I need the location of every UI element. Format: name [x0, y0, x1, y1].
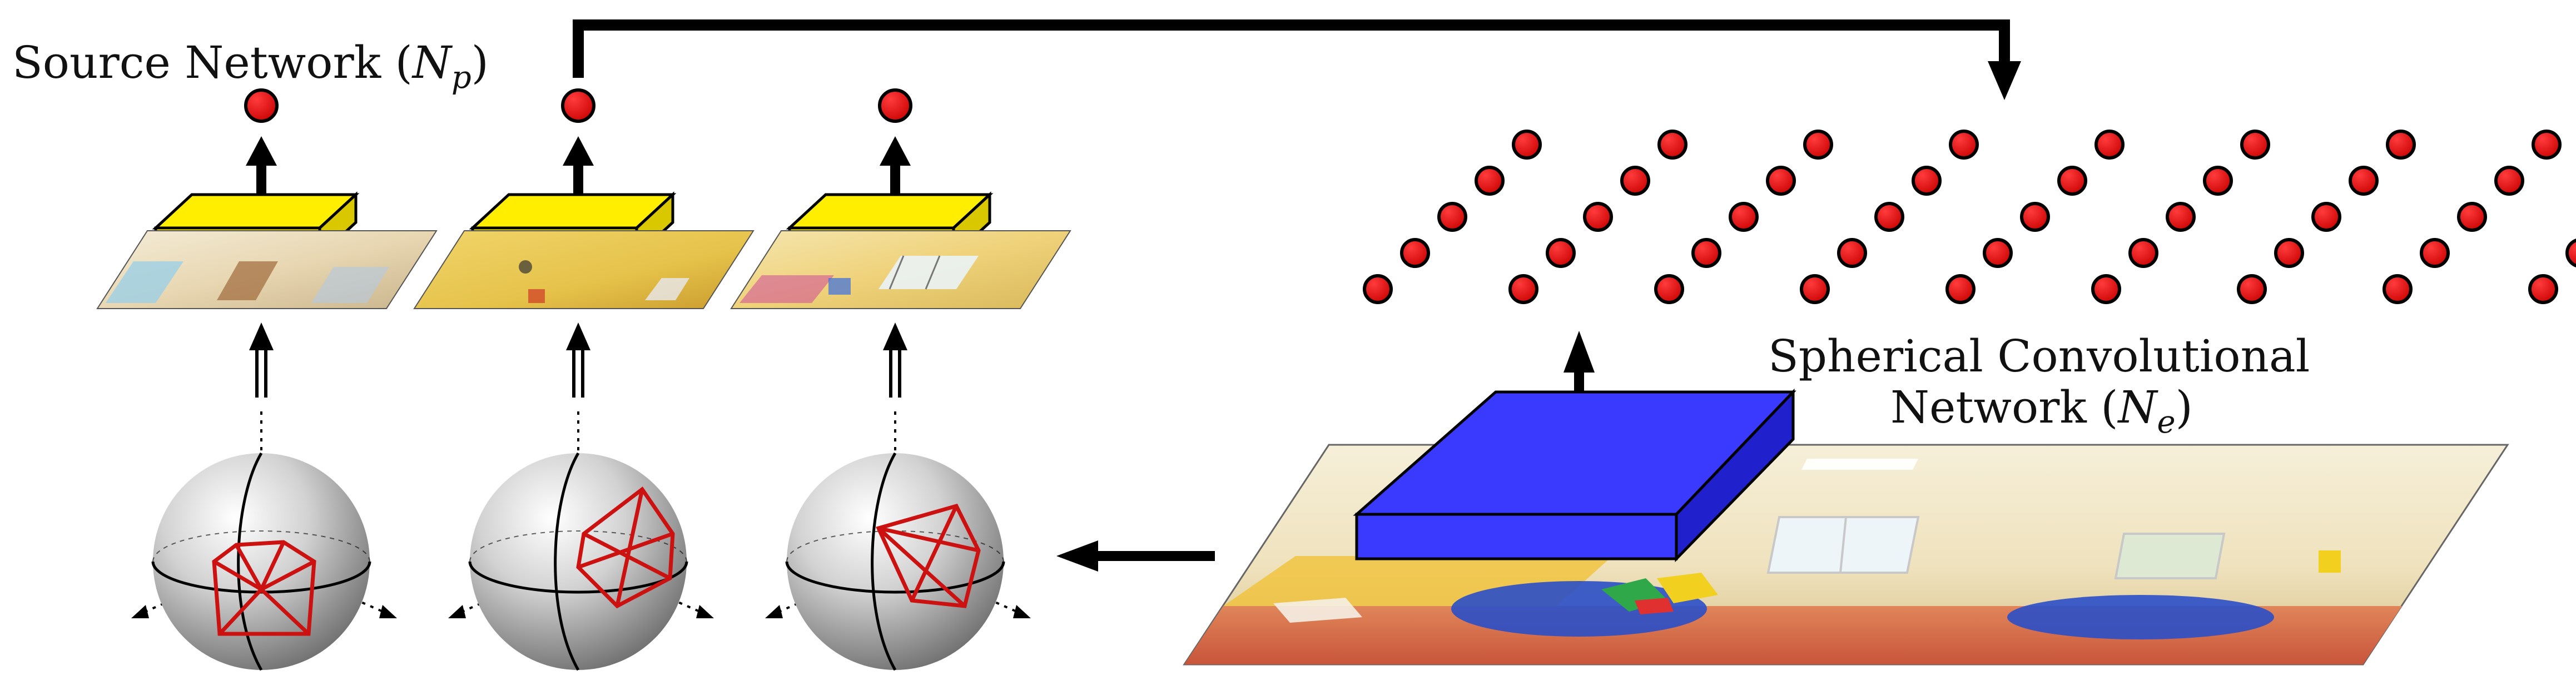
source-network-label: Source Network (Np)	[12, 37, 489, 96]
sphere-patch	[876, 503, 981, 608]
output-node	[1620, 166, 1650, 196]
output-node	[2240, 130, 2270, 160]
output-node	[2094, 130, 2125, 160]
source-output-node	[878, 88, 912, 123]
output-node	[1837, 238, 1867, 268]
output-node	[1949, 130, 1979, 160]
output-node	[2528, 274, 2558, 304]
sphere-2	[448, 411, 714, 671]
sphere-patch	[212, 540, 316, 636]
spherical-layer-block	[1353, 388, 1796, 563]
output-node	[1583, 202, 1613, 232]
output-node	[1983, 238, 2013, 268]
transfer-connector-arrow	[573, 19, 2021, 100]
output-node	[2457, 202, 2487, 232]
output-node	[2383, 274, 2413, 304]
output-node	[2386, 130, 2416, 160]
output-node	[1691, 238, 1721, 268]
output-node	[1657, 130, 1687, 160]
double-arrow	[566, 322, 590, 398]
output-node	[2203, 166, 2233, 196]
output-node	[1475, 166, 1505, 196]
output-node	[1803, 130, 1833, 160]
output-node	[1874, 202, 1904, 232]
output-node	[2420, 238, 2450, 268]
source-output-node	[561, 88, 595, 123]
source-column-3	[730, 88, 1071, 671]
output-node	[1912, 166, 1942, 196]
output-node	[2166, 202, 2196, 232]
output-node	[2494, 166, 2524, 196]
output-node	[2349, 166, 2379, 196]
source-column-2	[413, 88, 755, 671]
double-arrow	[249, 322, 274, 398]
output-node	[1546, 238, 1576, 268]
output-node	[2128, 238, 2158, 268]
up-arrow	[246, 136, 277, 197]
spherical-network-label-line2: Network (Ne)	[1890, 381, 2193, 440]
perspective-image-2	[413, 230, 755, 309]
output-node-grid	[1363, 130, 2576, 304]
sphere-3	[765, 411, 1031, 671]
output-node	[2311, 202, 2341, 232]
output-node	[1512, 130, 1542, 160]
output-node	[1400, 238, 1430, 268]
double-arrow	[883, 322, 907, 398]
output-node	[2020, 202, 2050, 232]
output-node	[1508, 274, 1538, 304]
perspective-image-3	[730, 230, 1071, 309]
up-arrow	[563, 136, 594, 197]
output-node	[2565, 239, 2576, 267]
output-node	[2274, 238, 2304, 268]
output-node	[1437, 202, 1467, 232]
output-node	[2237, 274, 2267, 304]
perspective-image-1	[96, 230, 438, 309]
output-node	[1766, 166, 1796, 196]
output-node	[2057, 166, 2087, 196]
output-node	[2532, 130, 2562, 160]
sphere-patch	[576, 486, 675, 609]
source-output-node	[244, 88, 279, 123]
sphere-1	[131, 411, 397, 671]
output-node	[1363, 274, 1393, 304]
source-column-1	[96, 88, 438, 671]
projection-arrow	[1056, 540, 1215, 572]
output-node	[1654, 274, 1684, 304]
spherical-network-label-line1: Spherical Convolutional	[1768, 330, 2310, 382]
output-node	[1729, 202, 1759, 232]
output-node	[1800, 274, 1830, 304]
output-node	[1945, 274, 1976, 304]
up-arrow	[880, 136, 911, 197]
output-node	[2091, 274, 2121, 304]
